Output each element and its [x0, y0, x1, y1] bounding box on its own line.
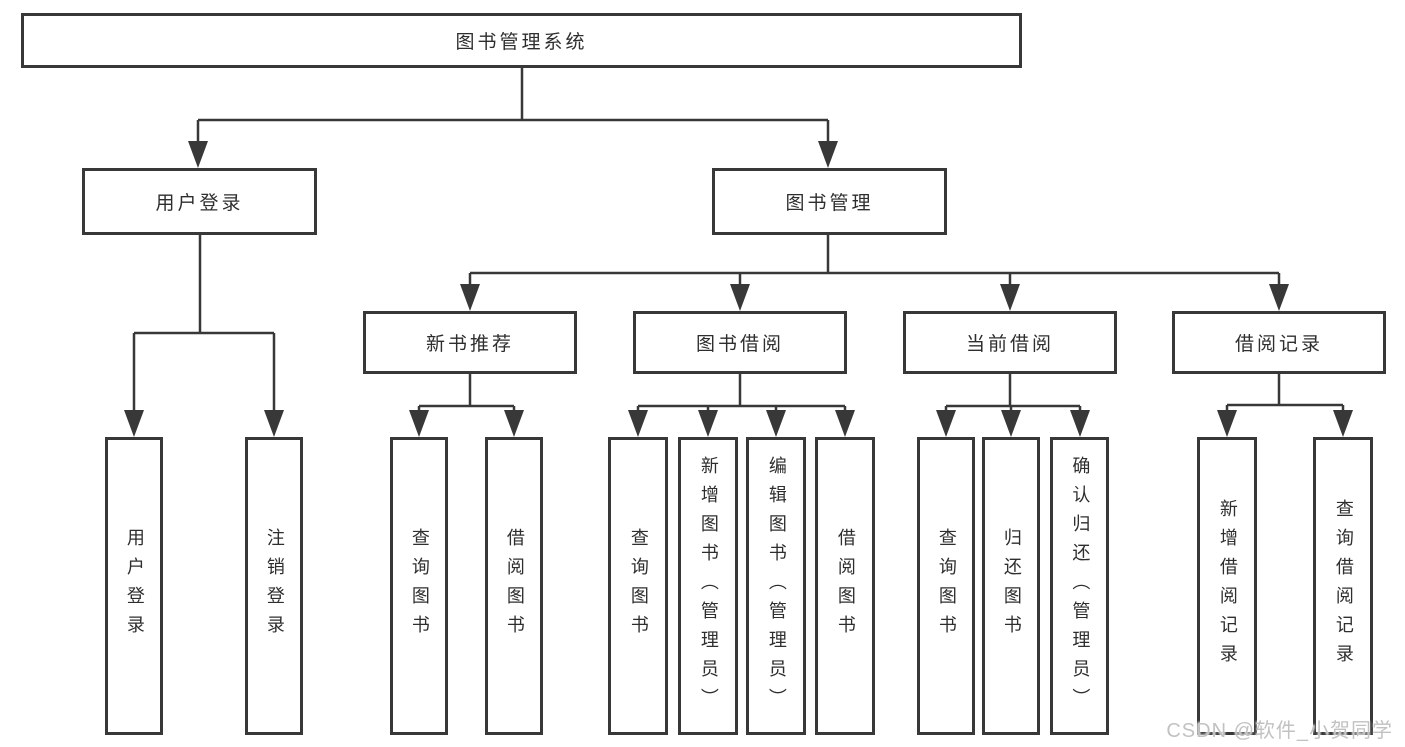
- node-library-management-system: 图书管理系统: [21, 13, 1022, 68]
- node-book-management: 图书管理: [712, 168, 947, 235]
- node-query-books-recommend: 查询图书: [390, 437, 448, 735]
- node-borrow-books-recommend: 借阅图书: [485, 437, 543, 735]
- node-borrow-records: 借阅记录: [1172, 311, 1386, 374]
- node-query-books-borrow: 查询图书: [608, 437, 668, 735]
- watermark: CSDN @软件_小贺同学: [1166, 720, 1393, 742]
- node-user-login: 用户登录: [82, 168, 317, 235]
- node-user-login-action: 用户登录: [105, 437, 163, 735]
- node-add-borrow-record: 新增借阅记录: [1197, 437, 1257, 735]
- node-query-books-current: 查询图书: [917, 437, 975, 735]
- node-return-books: 归还图书: [982, 437, 1040, 735]
- node-logout: 注销登录: [245, 437, 303, 735]
- node-edit-books-admin: 编辑图书（管理员）: [746, 437, 806, 735]
- node-add-books-admin: 新增图书（管理员）: [678, 437, 738, 735]
- node-confirm-return-admin: 确认归还（管理员）: [1050, 437, 1109, 735]
- arrowheads: [124, 141, 1353, 437]
- node-book-borrow: 图书借阅: [633, 311, 847, 374]
- node-borrow-books: 借阅图书: [815, 437, 875, 735]
- node-new-book-recommend: 新书推荐: [363, 311, 577, 374]
- node-query-borrow-record: 查询借阅记录: [1313, 437, 1373, 735]
- node-current-borrow: 当前借阅: [903, 311, 1117, 374]
